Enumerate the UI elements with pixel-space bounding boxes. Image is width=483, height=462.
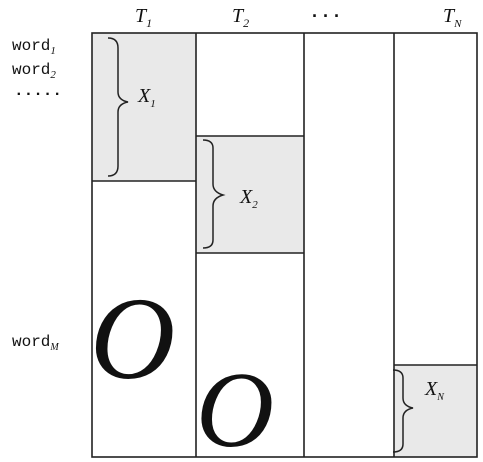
- block-label-x2: X2: [239, 186, 258, 211]
- zero-symbol-2: O: [196, 351, 274, 462]
- block-xn-fill: [394, 365, 477, 457]
- zero-symbol-1: O: [90, 273, 175, 404]
- block-x1-fill: [92, 33, 196, 181]
- matrix-grid: [91, 32, 478, 458]
- row-label-word1: word1: [12, 37, 56, 57]
- row-label-wordm: wordM: [12, 333, 59, 353]
- block-x2-fill: [196, 136, 304, 253]
- braces: [107, 37, 414, 453]
- row-label-ellipsis: ·····: [14, 85, 62, 103]
- brace-x2: [202, 139, 226, 249]
- column-header-tn: TN: [443, 5, 462, 30]
- brace-x1: [107, 37, 129, 177]
- block-label-xn: XN: [424, 378, 445, 403]
- column-header-ellipsis: · · ·: [312, 6, 340, 26]
- brace-xn: [392, 369, 414, 453]
- row-label-word2: word2: [12, 61, 56, 81]
- column-header-t2: T2: [232, 5, 249, 30]
- block-label-x1: X1: [137, 85, 156, 110]
- matrix-frame: [91, 32, 478, 458]
- column-header-t1: T1: [135, 5, 152, 30]
